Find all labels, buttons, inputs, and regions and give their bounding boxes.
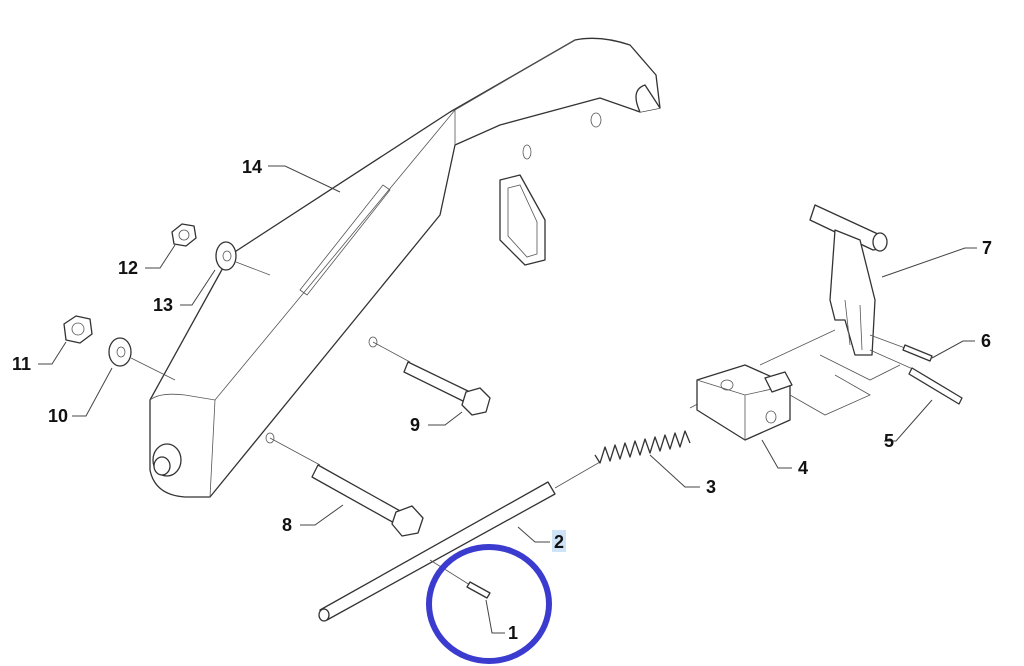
- circle-annotation: [426, 544, 552, 664]
- callout-11[interactable]: 11: [12, 354, 31, 374]
- arm-part-14[interactable]: [149, 37, 661, 498]
- block-part-4[interactable]: [696, 329, 871, 441]
- handle-part-7[interactable]: [809, 204, 901, 381]
- bolt-part-9[interactable]: [372, 341, 491, 416]
- pin-part-1[interactable]: [429, 559, 491, 599]
- nut-part-11[interactable]: [63, 315, 93, 344]
- callout-8[interactable]: 8: [282, 515, 292, 535]
- callout-leaders: [38, 165, 977, 634]
- callout-9[interactable]: 9: [410, 415, 420, 435]
- rod-part-2[interactable]: [318, 461, 601, 622]
- bolt-part-8[interactable]: [269, 437, 424, 537]
- callout-2-highlight: [552, 530, 566, 552]
- pin-part-5[interactable]: [869, 349, 963, 405]
- washer-part-13[interactable]: [215, 241, 237, 271]
- pin-part-6[interactable]: [869, 334, 933, 362]
- callout-12[interactable]: 12: [118, 258, 138, 278]
- callout-7[interactable]: 7: [982, 238, 992, 258]
- callout-1[interactable]: 1: [508, 623, 518, 643]
- callout-6[interactable]: 6: [981, 331, 991, 351]
- callout-2[interactable]: 2: [554, 532, 564, 552]
- callout-14[interactable]: 14: [242, 157, 262, 177]
- callout-5[interactable]: 5: [884, 431, 894, 451]
- nut-part-12[interactable]: [171, 223, 197, 247]
- washer-part-10[interactable]: [108, 337, 132, 367]
- callout-13[interactable]: 13: [153, 295, 173, 315]
- callout-10[interactable]: 10: [48, 406, 68, 426]
- callout-3[interactable]: 3: [706, 477, 716, 497]
- callout-4[interactable]: 4: [798, 458, 808, 478]
